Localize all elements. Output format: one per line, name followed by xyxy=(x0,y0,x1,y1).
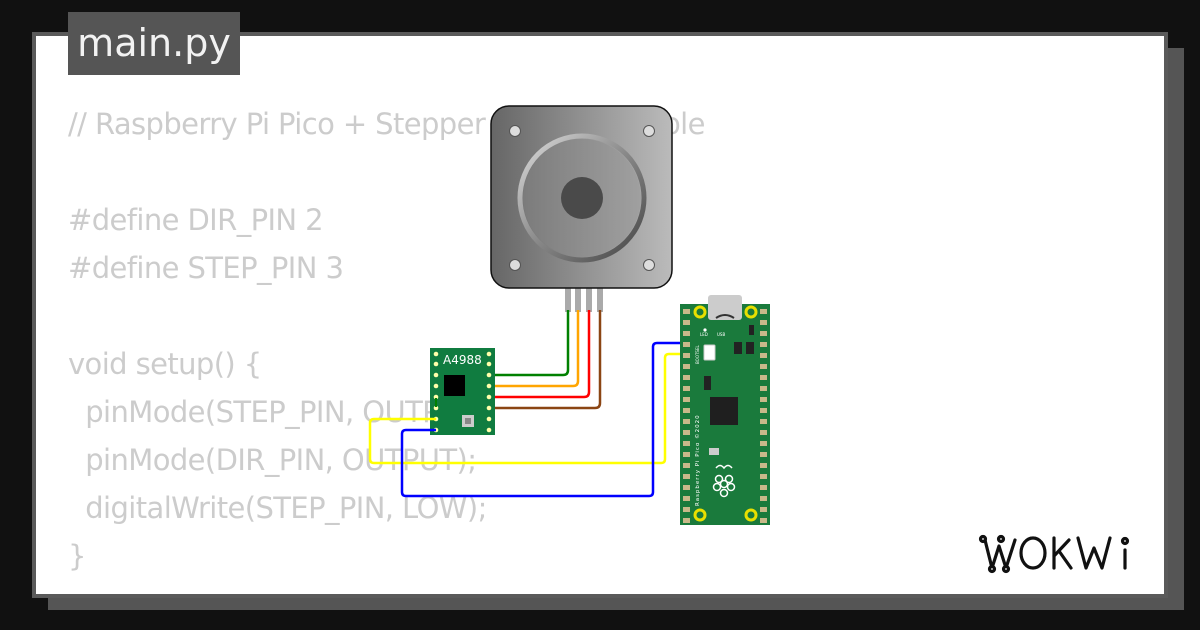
driver-label: A4988 xyxy=(443,353,482,367)
wire-orange[interactable] xyxy=(490,310,580,388)
raspberry-pi-pico[interactable]: LED USB BOOTSEL Raspberry Pi Pico ©2020 xyxy=(680,295,770,525)
code-line: #define STEP_PIN 3 xyxy=(68,251,344,285)
pico-silkscreen: Raspberry Pi Pico ©2020 xyxy=(694,414,701,506)
wire-brown[interactable] xyxy=(490,310,602,410)
a4988-driver[interactable]: A4988 xyxy=(430,348,495,435)
wire-red[interactable] xyxy=(490,310,591,399)
pico-led-label: LED xyxy=(700,332,708,337)
stepper-motor[interactable] xyxy=(490,105,673,312)
wire-yellow[interactable] xyxy=(368,352,684,465)
pico-usb-label: USB xyxy=(717,332,725,337)
wire-blue[interactable] xyxy=(400,341,684,498)
code-line: #define DIR_PIN 2 xyxy=(68,203,324,237)
file-tab[interactable]: main.py xyxy=(68,12,240,75)
wokwi-logo xyxy=(978,534,1130,574)
code-line: pinMode(DIR_PIN, OUTPUT); xyxy=(68,443,477,477)
pico-bootsel-label: BOOTSEL xyxy=(695,345,700,364)
wire-green[interactable] xyxy=(490,310,570,377)
raspberry-logo-icon xyxy=(712,464,736,498)
code-line: } xyxy=(68,539,86,573)
code-line: void setup() { xyxy=(68,347,262,381)
